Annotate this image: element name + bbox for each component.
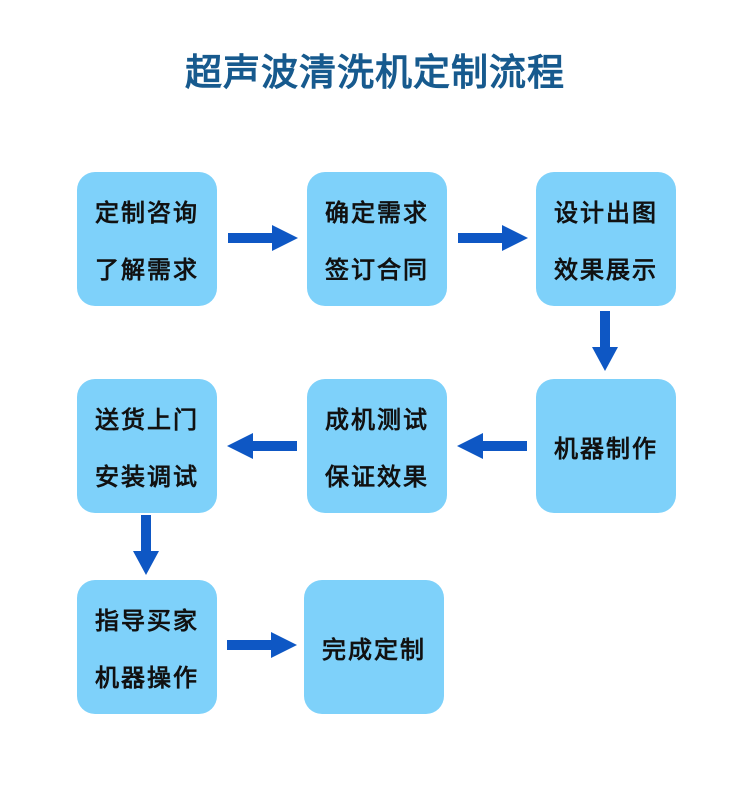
flow-step-confirm-contract: 确定需求 签订合同 [307, 172, 447, 306]
arrow-head [133, 551, 159, 575]
arrow-shaft [227, 640, 271, 650]
flow-step-line: 签订合同 [325, 257, 429, 284]
arrow-right-icon [228, 225, 298, 251]
flow-step-line: 定制咨询 [95, 200, 199, 227]
flow-step-line: 送货上门 [95, 407, 199, 434]
flow-step-line: 完成定制 [322, 636, 426, 664]
arrow-right-icon [458, 225, 528, 251]
flow-step-line: 安装调试 [95, 464, 199, 491]
arrow-shaft [600, 311, 610, 347]
arrow-left-icon [457, 433, 527, 459]
flow-step-delivery-install: 送货上门 安装调试 [77, 379, 217, 513]
flow-step-line: 机器制作 [554, 435, 658, 463]
flow-step-design-preview: 设计出图 效果展示 [536, 172, 676, 306]
arrow-head [592, 347, 618, 371]
flow-step-consult-needs: 定制咨询 了解需求 [77, 172, 217, 306]
flow-step-line: 机器操作 [95, 665, 199, 692]
arrow-shaft [483, 441, 527, 451]
arrow-left-icon [227, 433, 297, 459]
flow-step-line: 效果展示 [554, 257, 658, 284]
arrow-head [502, 225, 528, 251]
arrow-shaft [253, 441, 297, 451]
flow-step-line: 保证效果 [325, 464, 429, 491]
flow-step-buyer-training: 指导买家 机器操作 [77, 580, 217, 714]
flow-step-line: 了解需求 [95, 257, 199, 284]
arrow-right-icon [227, 632, 297, 658]
page-title: 超声波清洗机定制流程 [185, 52, 565, 93]
arrow-shaft [141, 515, 151, 551]
flow-step-line: 指导买家 [95, 608, 199, 635]
arrow-shaft [228, 233, 272, 243]
flow-step-machine-testing: 成机测试 保证效果 [307, 379, 447, 513]
arrow-head [272, 225, 298, 251]
flow-step-complete: 完成定制 [304, 580, 444, 714]
arrow-head [227, 433, 253, 459]
flow-step-line: 成机测试 [325, 407, 429, 434]
arrow-down-icon [592, 311, 618, 371]
arrow-shaft [458, 233, 502, 243]
flow-step-machine-build: 机器制作 [536, 379, 676, 513]
arrow-down-icon [133, 515, 159, 575]
flow-step-line: 设计出图 [554, 200, 658, 227]
flow-step-line: 确定需求 [325, 200, 429, 227]
arrow-head [271, 632, 297, 658]
arrow-head [457, 433, 483, 459]
